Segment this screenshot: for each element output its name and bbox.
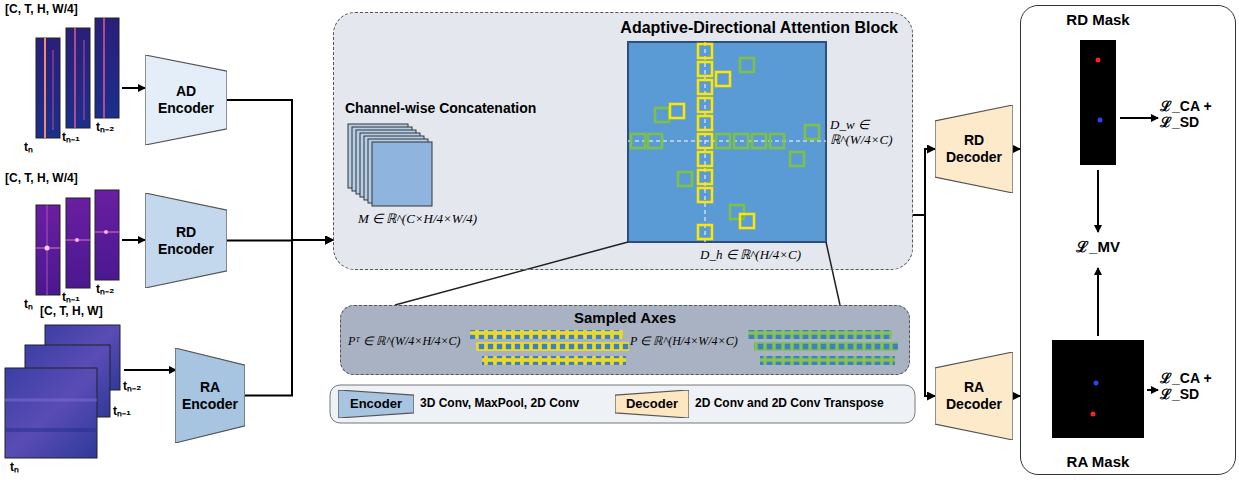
block-title: Sampled Axes [574, 309, 676, 327]
legend-decoder-sample: Decoder [615, 390, 689, 418]
attention-block: Adaptive-Directional Attention Block [333, 12, 913, 270]
encoder-block: RD Encoder [145, 193, 227, 288]
math-label: P ∈ ℝ^(H/4×W/4×C) [630, 335, 742, 349]
time-index: tₙ₋₁ [113, 405, 147, 419]
ad-spectrograms [36, 18, 119, 138]
tensor-shape: [C, T, H, W/4] [5, 3, 115, 17]
connector-arrow [1013, 395, 1020, 397]
loss-label: ℒ_CA + ℒ_SD [1160, 98, 1232, 130]
panel-ground [1020, 5, 1236, 475]
zoom-line [395, 242, 628, 305]
sampled-ground [340, 305, 910, 375]
zoom-line [826, 242, 840, 305]
legend-text: 2D Conv and 2D Conv Transpose [695, 397, 910, 411]
encoder-block: AD Encoder [145, 55, 227, 145]
panel-heading: RA Mask [1048, 453, 1148, 471]
block-ground [333, 12, 913, 270]
tensor-shape: [C, T, H, W/4] [5, 172, 115, 186]
legend-encoder-sample: Encoder [338, 390, 414, 418]
input-arrow [122, 239, 145, 241]
block-label: RA Encoder [179, 379, 241, 413]
attention-map [628, 42, 826, 242]
legend-box [330, 385, 915, 423]
time-index: tₙ₋₁ [62, 291, 94, 305]
encoder-block: RA Encoder [175, 348, 245, 443]
stack-caption: Channel-wise Concatenation [345, 100, 575, 116]
block-label: Decoder [626, 396, 678, 412]
panel-heading: RD Mask [1048, 11, 1148, 29]
ra-spectrograms [5, 325, 120, 458]
block-label: AD Encoder [149, 83, 223, 117]
block-label: RD Encoder [149, 224, 223, 258]
loss-arrow [1120, 117, 1158, 119]
math-label: Pᵀ ∈ ℝ^(W/4×H/4×C) [348, 335, 468, 349]
time-index: tₙ₋₂ [123, 380, 157, 394]
loss-label: ℒ_MV [1070, 238, 1126, 255]
block-label: RD Decoder [939, 132, 1009, 166]
loss-arrow [1097, 268, 1099, 336]
time-index: tₙ₋₁ [62, 131, 94, 145]
feature-stack [348, 124, 432, 206]
block-label: Encoder [350, 396, 402, 412]
time-index: tₙ₋₂ [96, 283, 130, 297]
loss-arrow [1097, 170, 1099, 232]
input-arrow [124, 369, 176, 371]
connector-arrow [245, 240, 333, 396]
loss-arrow [1147, 389, 1158, 391]
decoder-block: RA Decoder [935, 352, 1013, 440]
legend-text: 3D Conv, MaxPool, 2D Conv [420, 397, 610, 411]
connector-arrow [913, 149, 935, 215]
sampled-strips [470, 330, 898, 365]
input-arrow [122, 87, 145, 89]
masks [1052, 40, 1144, 438]
decoder-block: RD Decoder [935, 105, 1013, 193]
mask-panel: RD Mask RA Mask [1020, 5, 1236, 475]
rd-spectrograms [36, 190, 119, 295]
connector-arrow [227, 100, 333, 240]
math-label: D_w ∈ ℝ^(W/4×C) [830, 118, 910, 148]
tensor-shape: [C, T, H, W] [40, 305, 150, 319]
connector-arrow [1013, 148, 1020, 150]
time-index: tₙ [24, 141, 54, 155]
math-label: M ∈ ℝ^(C×H/4×W/4) [358, 212, 498, 227]
math-label: D_h ∈ ℝ^(H/4×C) [700, 248, 820, 263]
loss-label: ℒ_CA + ℒ_SD [1160, 370, 1232, 402]
time-index: tₙ [10, 461, 40, 475]
block-title: Adaptive-Directional Attention Block [620, 18, 898, 37]
time-index: tₙ₋₂ [96, 121, 130, 135]
connector-arrow [913, 215, 935, 396]
block-label: RA Decoder [939, 379, 1009, 413]
